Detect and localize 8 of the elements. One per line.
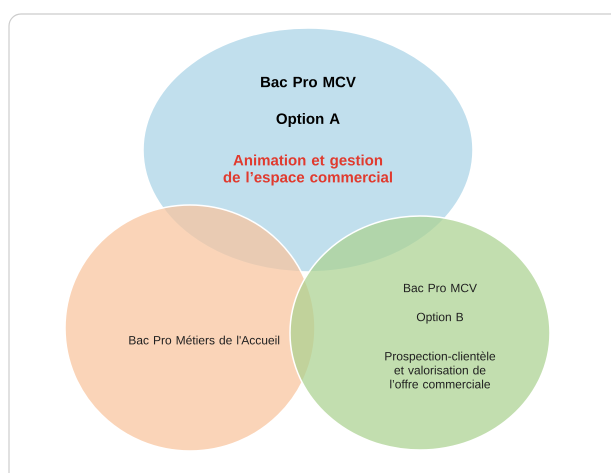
- circle-heading: Bac Pro MCV: [261, 76, 356, 88]
- circle-heading: Option A: [276, 113, 340, 127]
- circle-heading: Option B: [416, 312, 464, 324]
- circle-text: Bac Pro Métiers de l'Accueil: [129, 336, 280, 344]
- circle-text: Animation et gestion de l’espace commercial: [224, 154, 392, 186]
- venn-circle: [289, 215, 551, 451]
- circle-heading: Bac Pro MCV: [404, 284, 477, 292]
- circle-text: Prospection-clientèle et valorisation de l’offre commerciale: [385, 352, 496, 388]
